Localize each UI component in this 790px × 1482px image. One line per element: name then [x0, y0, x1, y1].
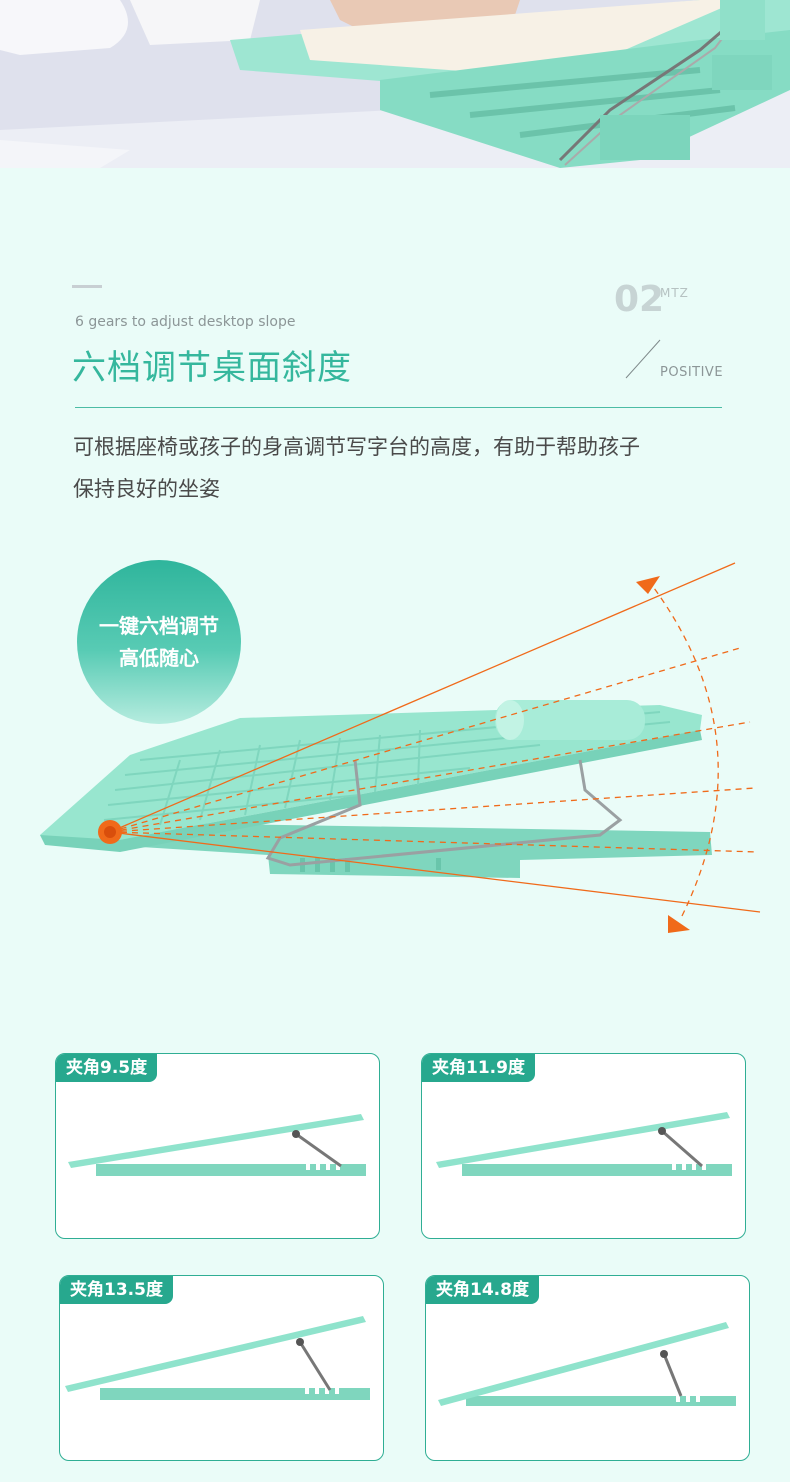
angle-label: 夹角9.5度	[56, 1054, 158, 1082]
angle-card-4: 夹角14.8度	[425, 1275, 750, 1461]
pen-tray	[495, 700, 645, 740]
slash-decoration	[625, 339, 661, 379]
section-description: 可根据座椅或孩子的身高调节写字台的高度，有助于帮助孩子 保持良好的坐姿	[73, 426, 713, 510]
header-dash	[72, 285, 102, 288]
header-divider	[75, 407, 722, 408]
arrow-up-icon	[636, 576, 660, 594]
angle-card-2: 夹角11.9度	[421, 1053, 746, 1239]
slope-diagram	[40, 562, 761, 933]
description-line-2: 保持良好的坐姿	[73, 477, 220, 501]
section-title: 六档调节桌面斜度	[72, 348, 352, 388]
stand-illustration	[438, 1322, 736, 1406]
description-line-1: 可根据座椅或孩子的身高调节写字台的高度，有助于帮助孩子	[73, 435, 640, 459]
hero-photo	[0, 0, 790, 168]
badge-line-1: 一键六档调节	[99, 614, 219, 638]
stand-illustration	[68, 1114, 366, 1176]
feature-badge: 一键六档调节 高低随心	[77, 560, 241, 724]
arrow-down-icon	[668, 915, 690, 933]
angle-label: 夹角13.5度	[60, 1276, 173, 1304]
angle-card-1: 夹角9.5度	[55, 1053, 380, 1239]
section-subtitle-en: 6 gears to adjust desktop slope	[75, 314, 296, 330]
angle-label: 夹角14.8度	[426, 1276, 539, 1304]
stand-illustration	[65, 1316, 370, 1400]
section-number: 02	[614, 279, 665, 320]
stand-illustration	[436, 1112, 732, 1176]
angle-card-3: 夹角13.5度	[59, 1275, 384, 1461]
section-number-suffix: MTZ	[660, 286, 689, 300]
angle-guides	[109, 562, 761, 921]
wire-stand	[265, 759, 623, 867]
angle-label: 夹角11.9度	[422, 1054, 535, 1082]
badge-line-2: 高低随心	[119, 646, 199, 670]
positive-label: POSITIVE	[660, 365, 724, 380]
